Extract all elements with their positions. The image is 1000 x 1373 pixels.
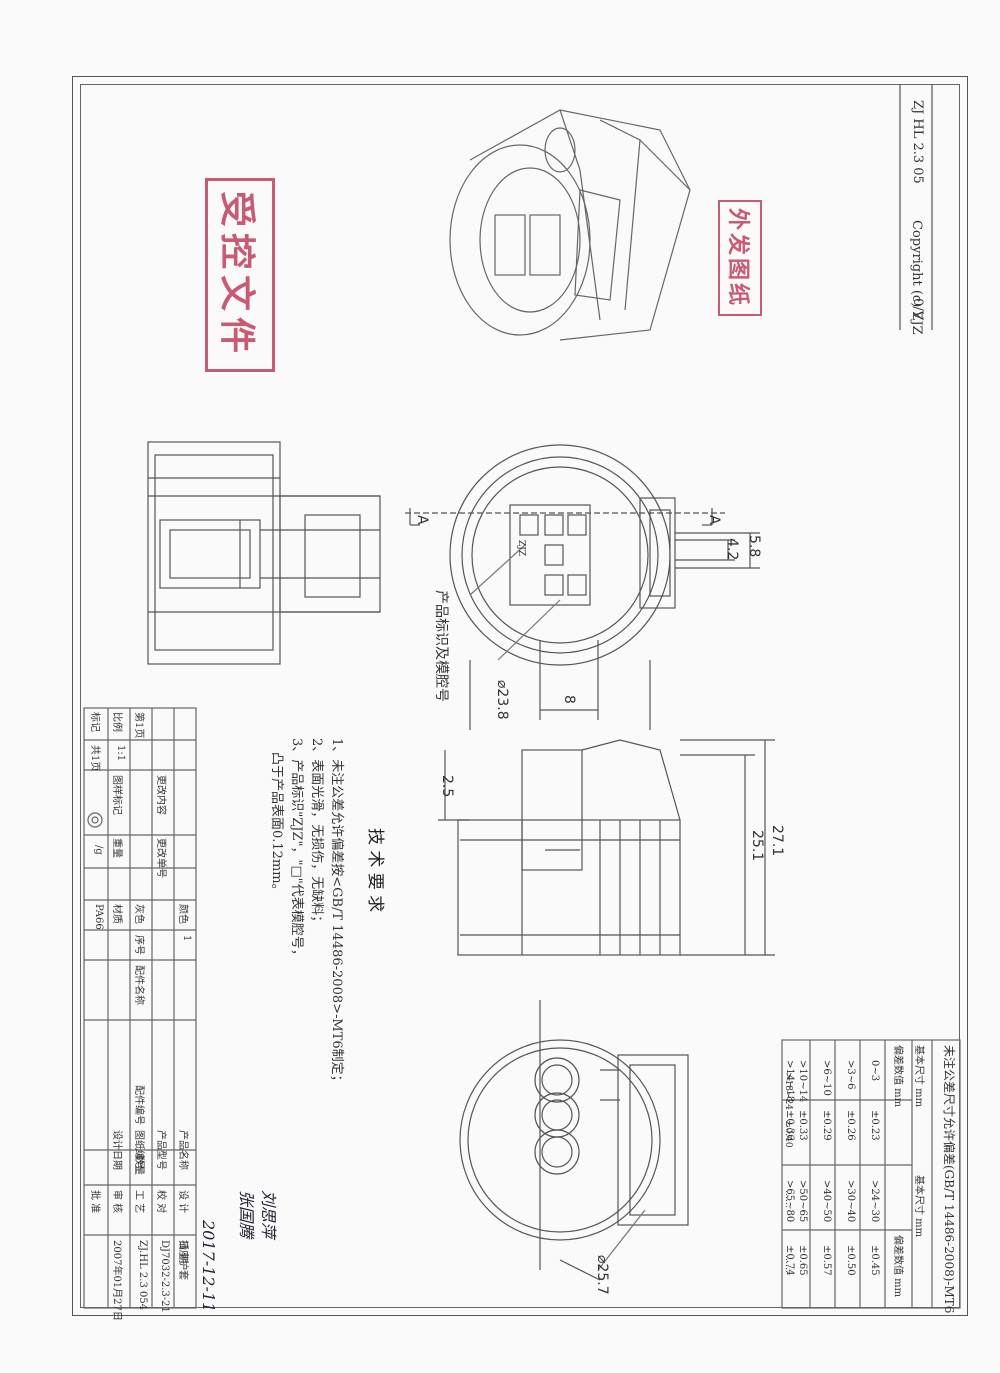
tol-r3c3: >40~50	[821, 1180, 832, 1223]
title-block-grid	[83, 707, 197, 1309]
tb-weight-val: /g	[93, 845, 104, 855]
tol-r3c1: >6~10	[821, 1060, 832, 1096]
tb-info-val-2: DJ7032-2.3-21	[159, 1240, 170, 1313]
tb-role-design: 设 计	[177, 1190, 188, 1214]
zjz-mark: ZJZ	[516, 540, 526, 557]
tb-role-check: 校 对	[155, 1190, 166, 1214]
stamp-outgoing-drawing: 外发图纸	[718, 200, 762, 317]
tb-weight: 重量	[111, 838, 122, 858]
tol-r6c1: >18~24	[783, 1072, 793, 1110]
tol-r3c4: ±0.57	[821, 1245, 832, 1276]
tb-drawing-mark: 图样标记	[111, 775, 122, 815]
dim-4-2: 4.2	[724, 538, 740, 561]
front-view-top	[405, 444, 760, 730]
tb-role-review: 审 核	[111, 1190, 122, 1214]
tol-r6c2: ±0.40	[783, 1120, 793, 1148]
tb-info-val-4: 2007年01月27日	[111, 1240, 122, 1321]
stamp-controlled-document: 受控文件	[205, 178, 275, 373]
tb-mark-label-2: 比例	[111, 712, 122, 732]
dim-diameter-23-8: ⌀23.8	[494, 680, 510, 720]
header-scale: 0/V	[910, 298, 925, 321]
dim-diameter-25-7: ⌀25.7	[594, 1255, 610, 1295]
tb-mark-label-1: 标记	[89, 712, 100, 732]
tb-color: 颜色	[177, 904, 188, 924]
front-view-bottom	[459, 1000, 689, 1281]
section-a-right: A	[706, 515, 722, 525]
tech-req-4: 凸于产品表面0.12mm。	[269, 752, 284, 897]
tol-r2c4: ±0.50	[845, 1245, 856, 1276]
tb-material: 材质	[111, 904, 122, 924]
tol-r2c1: >3~6	[845, 1060, 856, 1090]
tol-header-4: 偏差数值 mm	[892, 1235, 903, 1298]
tol-header-3: 基本尺寸 mm	[913, 1175, 924, 1238]
tb-role-approve: 批 准	[89, 1190, 100, 1214]
tech-req-1: 1、未注公差允许偏差按<GB/T 14486-2008>-MT6制定；	[329, 738, 344, 1088]
signature-checker: 张国腾	[237, 1190, 256, 1239]
tolerance-table-title: 未注公差尺寸允许偏差(GB/T 14486-2008)-MT6	[942, 1045, 956, 1314]
tech-req-3: 3、产品标识"ZJZ"，"□"代表模腔号，	[289, 738, 304, 962]
signature-designer: 刘思萍	[259, 1190, 278, 1239]
tol-r4c2: ±0.33	[797, 1110, 808, 1141]
tb-seq-val: 1	[181, 935, 192, 942]
tb-page-total: 共1页	[89, 745, 100, 772]
dim-27-1: 27.1	[769, 825, 785, 857]
tol-r1c4: ±0.45	[869, 1245, 880, 1276]
tb-seq: 序号	[133, 935, 144, 955]
tol-r1c2: ±0.23	[869, 1110, 880, 1141]
tb-info-val-1: 插座护套	[177, 1240, 188, 1280]
tb-color-val: 灰色	[133, 904, 144, 924]
profile-view	[438, 739, 775, 956]
tb-part-no: 配件编号	[133, 1085, 144, 1125]
tb-scale-val: 1:1	[115, 745, 126, 762]
dim-8: 8	[561, 695, 577, 704]
tol-r1c3: >24~30	[869, 1180, 880, 1223]
dim-25-1: 25.1	[749, 830, 765, 862]
tol-r6c3: ……	[783, 1190, 793, 1208]
tech-req-2: 2、表面光滑，无损伤，无缺料；	[309, 738, 324, 929]
signature-date: 2017-12-11	[199, 1220, 218, 1313]
tol-header-1: 基本尺寸 mm	[913, 1045, 924, 1108]
tb-change-content: 更改内容	[155, 775, 166, 815]
tol-r2c2: ±0.26	[845, 1110, 856, 1141]
section-a-left: A	[414, 515, 430, 525]
tol-r4c1: >10~14	[797, 1060, 808, 1103]
tb-info-val-3: ZJ.HL 2.3 054	[137, 1240, 148, 1311]
tb-info-label-1: 产品名称	[177, 1130, 188, 1170]
header-code: ZJ HL 2.3 05	[910, 100, 925, 184]
tech-requirements-title: 技 术 要 求	[365, 828, 385, 913]
tol-header-2: 偏差数值 mm	[892, 1045, 903, 1108]
tb-info-label-3: 图纸编号	[133, 1130, 144, 1170]
tb-mark-label-3: 第1页	[133, 712, 144, 739]
product-mark-label: 产品标识及模腔号	[433, 590, 449, 702]
tb-material-val: PA66	[93, 904, 104, 930]
tol-r1c1: 0~3	[869, 1060, 880, 1082]
dim-2-5: 2.5	[439, 775, 455, 798]
isometric-view	[449, 109, 691, 341]
tb-part-name: 配件名称	[133, 965, 144, 1005]
outer-frame	[72, 76, 968, 1316]
tb-role-process: 工 艺	[133, 1190, 144, 1214]
leader-lines	[469, 544, 646, 1271]
tol-r4c4: ±0.65	[797, 1245, 808, 1276]
tol-r2c3: >30~40	[845, 1180, 856, 1223]
tol-r4c3: >50~65	[797, 1180, 808, 1223]
dim-5-8: 5.8	[746, 535, 762, 558]
side-view	[147, 441, 381, 665]
tol-r3c2: ±0.29	[821, 1110, 832, 1141]
tb-info-label-4: 设计日期	[111, 1130, 122, 1170]
tolerance-table-grid	[781, 1039, 961, 1309]
inner-frame	[80, 84, 960, 1308]
tol-r6c4: ……	[783, 1255, 793, 1273]
tb-change-no: 更改单号	[155, 838, 166, 878]
section-markers	[409, 508, 713, 526]
tb-info-label-2: 产品型号	[155, 1130, 166, 1170]
